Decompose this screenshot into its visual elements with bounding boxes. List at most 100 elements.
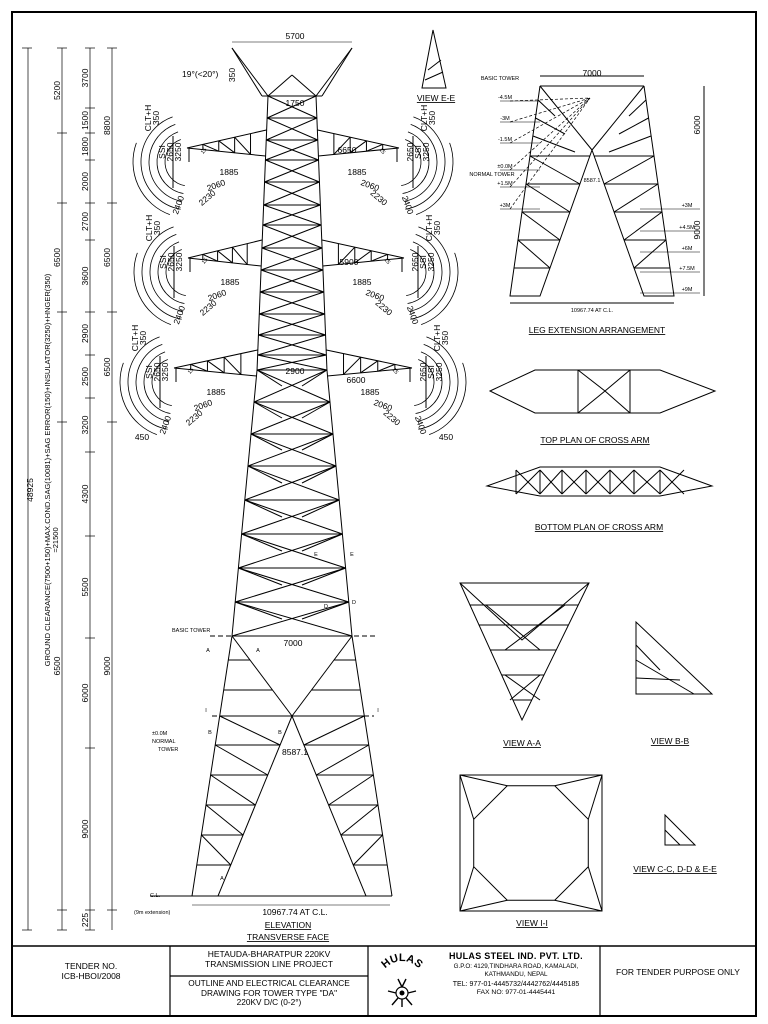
bottom-plan-diag [561,469,587,495]
clearance-arc [414,359,435,407]
left-dimension-chains [27,48,113,930]
clearance-formula: GROUND CLEARANCE(7500+150)+MAX.COND.SAG(… [43,273,52,666]
clearance-arc [405,116,446,210]
shaft-brace [259,291,325,315]
clearance-arc [408,234,443,312]
body-right-leg [326,369,353,637]
clearance-450: 450 [439,432,453,442]
clearance-2230: 2230 [373,298,394,318]
peak-brace [291,74,317,97]
clearance-2400: 2400 [157,414,173,435]
view-ii-brace [459,899,508,912]
height-dim-3200: 3200 [80,415,90,434]
centre-line-label: C.L. [150,893,161,899]
right-level-2: +6M [682,246,693,252]
shaft-brace [260,247,323,271]
project-line1: HETAUDA-BHARATPUR 220KV [207,949,331,959]
section-mark-B: B [278,730,282,736]
view-aa-outline [459,582,590,722]
leg-extension-title: LEG EXTENSION ARRANGEMENT [529,325,666,335]
normal-level: ±0.0M [152,731,168,737]
view-aa-drawing [459,582,590,722]
leg-ext-brace [603,155,655,185]
view-bb-drawing [635,620,714,695]
view-aa-brace [504,674,541,701]
body-brace [244,465,337,501]
view-cc-title: VIEW C-C, D-D & E-E [633,864,717,874]
section-mark-D: D [352,600,356,606]
body-secondary [301,567,346,586]
clt-h-label: CLT+H [130,325,140,352]
ssi-label: SSI [157,145,167,159]
company-name: HULAS STEEL IND. PVT. LTD. [449,951,583,961]
address-line1: G.P.O: 4129,TINDHARA ROAD, KAMALADI, [453,963,579,971]
body-brace [238,567,349,603]
drawing-block: OUTLINE AND ELECTRICAL CLEARANCE DRAWING… [172,978,366,1008]
body-brace [235,601,353,637]
section-mark-A: A [220,876,224,882]
height-dim-1500: 1500 [80,111,90,130]
clearance-2230: 2230 [368,188,389,208]
leg-ext-joint: 8587.1 [584,178,601,184]
left-level-2: -1.5M [498,137,512,143]
arm-diagonal [217,250,233,264]
peak-inner-left [231,47,263,97]
leg-brace [340,804,379,836]
clearance-1885: 1885 [348,167,367,177]
arm-diagonal [377,363,396,372]
view-cc-drawing [664,813,697,846]
view-ii-brace [587,866,603,912]
height-dim-5500: 5500 [80,577,90,596]
leg-joint-dim: 8587.1 [282,747,308,757]
shaft-brace [257,334,326,356]
hulas-logo: HULAS [379,952,425,1007]
leg-ext-brace [623,211,663,241]
view-aa-brace [485,604,541,651]
view-ii-title: VIEW I-I [516,918,548,928]
section-mark-E: E [350,552,354,558]
peak-width-dim: 1750 [286,98,305,108]
arm-bottom-chord [322,257,405,267]
right-level-4: +9M [682,287,693,293]
height-dim-9000: 9000 [80,819,90,838]
arm-diagonal [333,136,351,155]
extension-dash [509,97,591,123]
body-secondary [301,601,349,620]
leg-ext-upper [608,135,652,153]
clearance-arc [164,139,185,187]
body-brace [253,369,328,403]
clearance-2230: 2230 [381,408,402,428]
view-ii-brace [554,774,603,787]
arm-top-dim: 6650 [338,145,357,155]
tender-purpose: FOR TENDER PURPOSE ONLY [616,967,740,977]
clearance-2400: 2400 [400,194,416,215]
leg-ext-k [539,85,593,151]
clearance-1885: 1885 [207,387,226,397]
clearance-arc [133,252,171,325]
clearance-2400: 2400 [171,304,187,325]
body-brace [244,499,343,535]
view-ii-brace [459,866,475,912]
clearance-arc [402,131,430,194]
leg-ext-k [591,85,645,151]
section-mark-I: I [377,708,379,714]
height-dim-3600: 3600 [80,266,90,285]
clearance-350: 350 [138,331,148,345]
section-mark-D: D [324,604,328,610]
clt-h-label: CLT+H [144,215,154,242]
total-height: 48925 [25,478,35,502]
bottom-plan-diag [659,469,685,495]
arm-diagonal [218,140,235,154]
body-brace [256,369,331,403]
bottom-plan-diag [609,469,635,495]
clearance-arc [151,359,172,407]
shaft-brace [266,95,317,119]
arm-bottom-chord [187,257,262,267]
ssi-label: SSI [413,145,423,159]
arm-bottom-chord [327,367,413,377]
leg-brace [219,715,281,746]
clearance-arc [429,362,467,435]
arm-diagonal [202,253,218,262]
address-line2: KATHMANDU, NEPAL [484,970,548,978]
tower-elevation [150,47,427,897]
